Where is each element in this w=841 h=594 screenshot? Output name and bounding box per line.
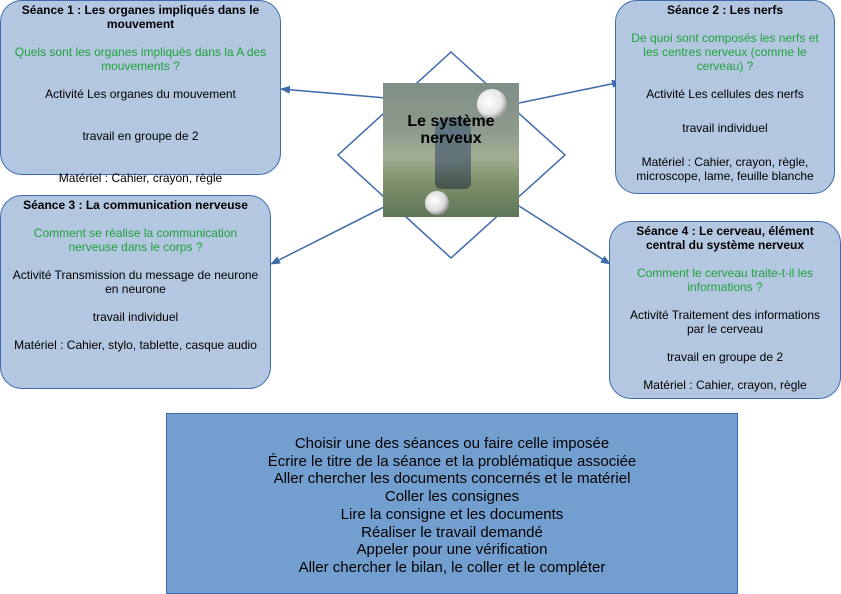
seance-title: Séance 3 : La communication nerveuse — [23, 198, 248, 212]
seance-activity: Activité Les organes du mouvement — [45, 87, 236, 101]
seance-title: Séance 2 : Les nerfs — [666, 3, 784, 17]
instruction-step: Lire la consigne et les documents — [340, 505, 564, 523]
instruction-step: Coller les consignes — [384, 488, 520, 506]
seance-material: Matériel : Cahier, stylo, tablette, casq… — [14, 338, 257, 352]
seance-activity: Activité Transmission du message de neur… — [12, 268, 259, 296]
instruction-step: Choisir une des séances ou faire celle i… — [294, 435, 610, 452]
seance-work-mode: travail individuel — [682, 121, 768, 135]
football-player-figure — [435, 117, 471, 189]
seance-material: Matériel : Cahier, crayon, règle — [643, 378, 807, 392]
seance-question: Comment le cerveau traite-t-il les infor… — [636, 266, 814, 294]
arrow-to-seance-2 — [518, 79, 622, 104]
instruction-step: Aller chercher les documents concernés e… — [273, 470, 631, 488]
seance-1-box: Séance 1 : Les organes impliqués dans le… — [0, 0, 281, 185]
seance-question: Quels sont les organes impliqués dans la… — [14, 45, 267, 73]
seance-material: Matériel : Cahier, crayon, règle — [58, 171, 223, 185]
arrow-to-seance-3 — [270, 205, 387, 265]
football-ball-icon — [477, 89, 507, 119]
football-ball-icon — [425, 191, 449, 215]
instructions-box: Choisir une des séances ou faire celle i… — [166, 413, 738, 594]
seance-4-box: Séance 4 : Le cerveau, élément central d… — [609, 221, 841, 399]
seance-title: Séance 1 : Les organes impliqués dans le… — [21, 3, 260, 31]
seance-work-mode: travail en groupe de 2 — [666, 350, 784, 364]
seance-work-mode: travail individuel — [92, 310, 179, 324]
instruction-step: Appeler pour une vérification — [356, 541, 548, 559]
seance-question: De quoi sont composés les nerfs et les c… — [631, 31, 819, 73]
seance-2-box: Séance 2 : Les nerfs De quoi sont compos… — [615, 0, 835, 194]
seance-work-mode: travail en groupe de 2 — [82, 129, 199, 143]
instruction-step: Écrire le titre de la séance et la probl… — [267, 452, 637, 470]
seance-question: Comment se réalise la communication nerv… — [33, 226, 238, 254]
seance-title: Séance 4 : Le cerveau, élément central d… — [636, 224, 814, 252]
diamond-shape — [336, 50, 567, 260]
arrow-to-seance-4 — [518, 205, 611, 265]
central-image: Le système nerveux — [383, 83, 519, 217]
seance-activity: Activité Les cellules des nerfs — [646, 87, 804, 101]
instruction-step: Réaliser le travail demandé — [361, 523, 543, 541]
arrow-to-seance-1 — [280, 85, 387, 99]
seance-activity: Activité Traitement des informations par… — [629, 308, 821, 336]
seance-3-box: Séance 3 : La communication nerveuse Com… — [0, 195, 271, 389]
central-title: Le système nerveux — [407, 113, 495, 147]
seance-material: Matériel : Cahier, crayon, règle, micros… — [636, 155, 814, 183]
instruction-step: Aller chercher le bilan, le coller et le… — [298, 558, 606, 576]
